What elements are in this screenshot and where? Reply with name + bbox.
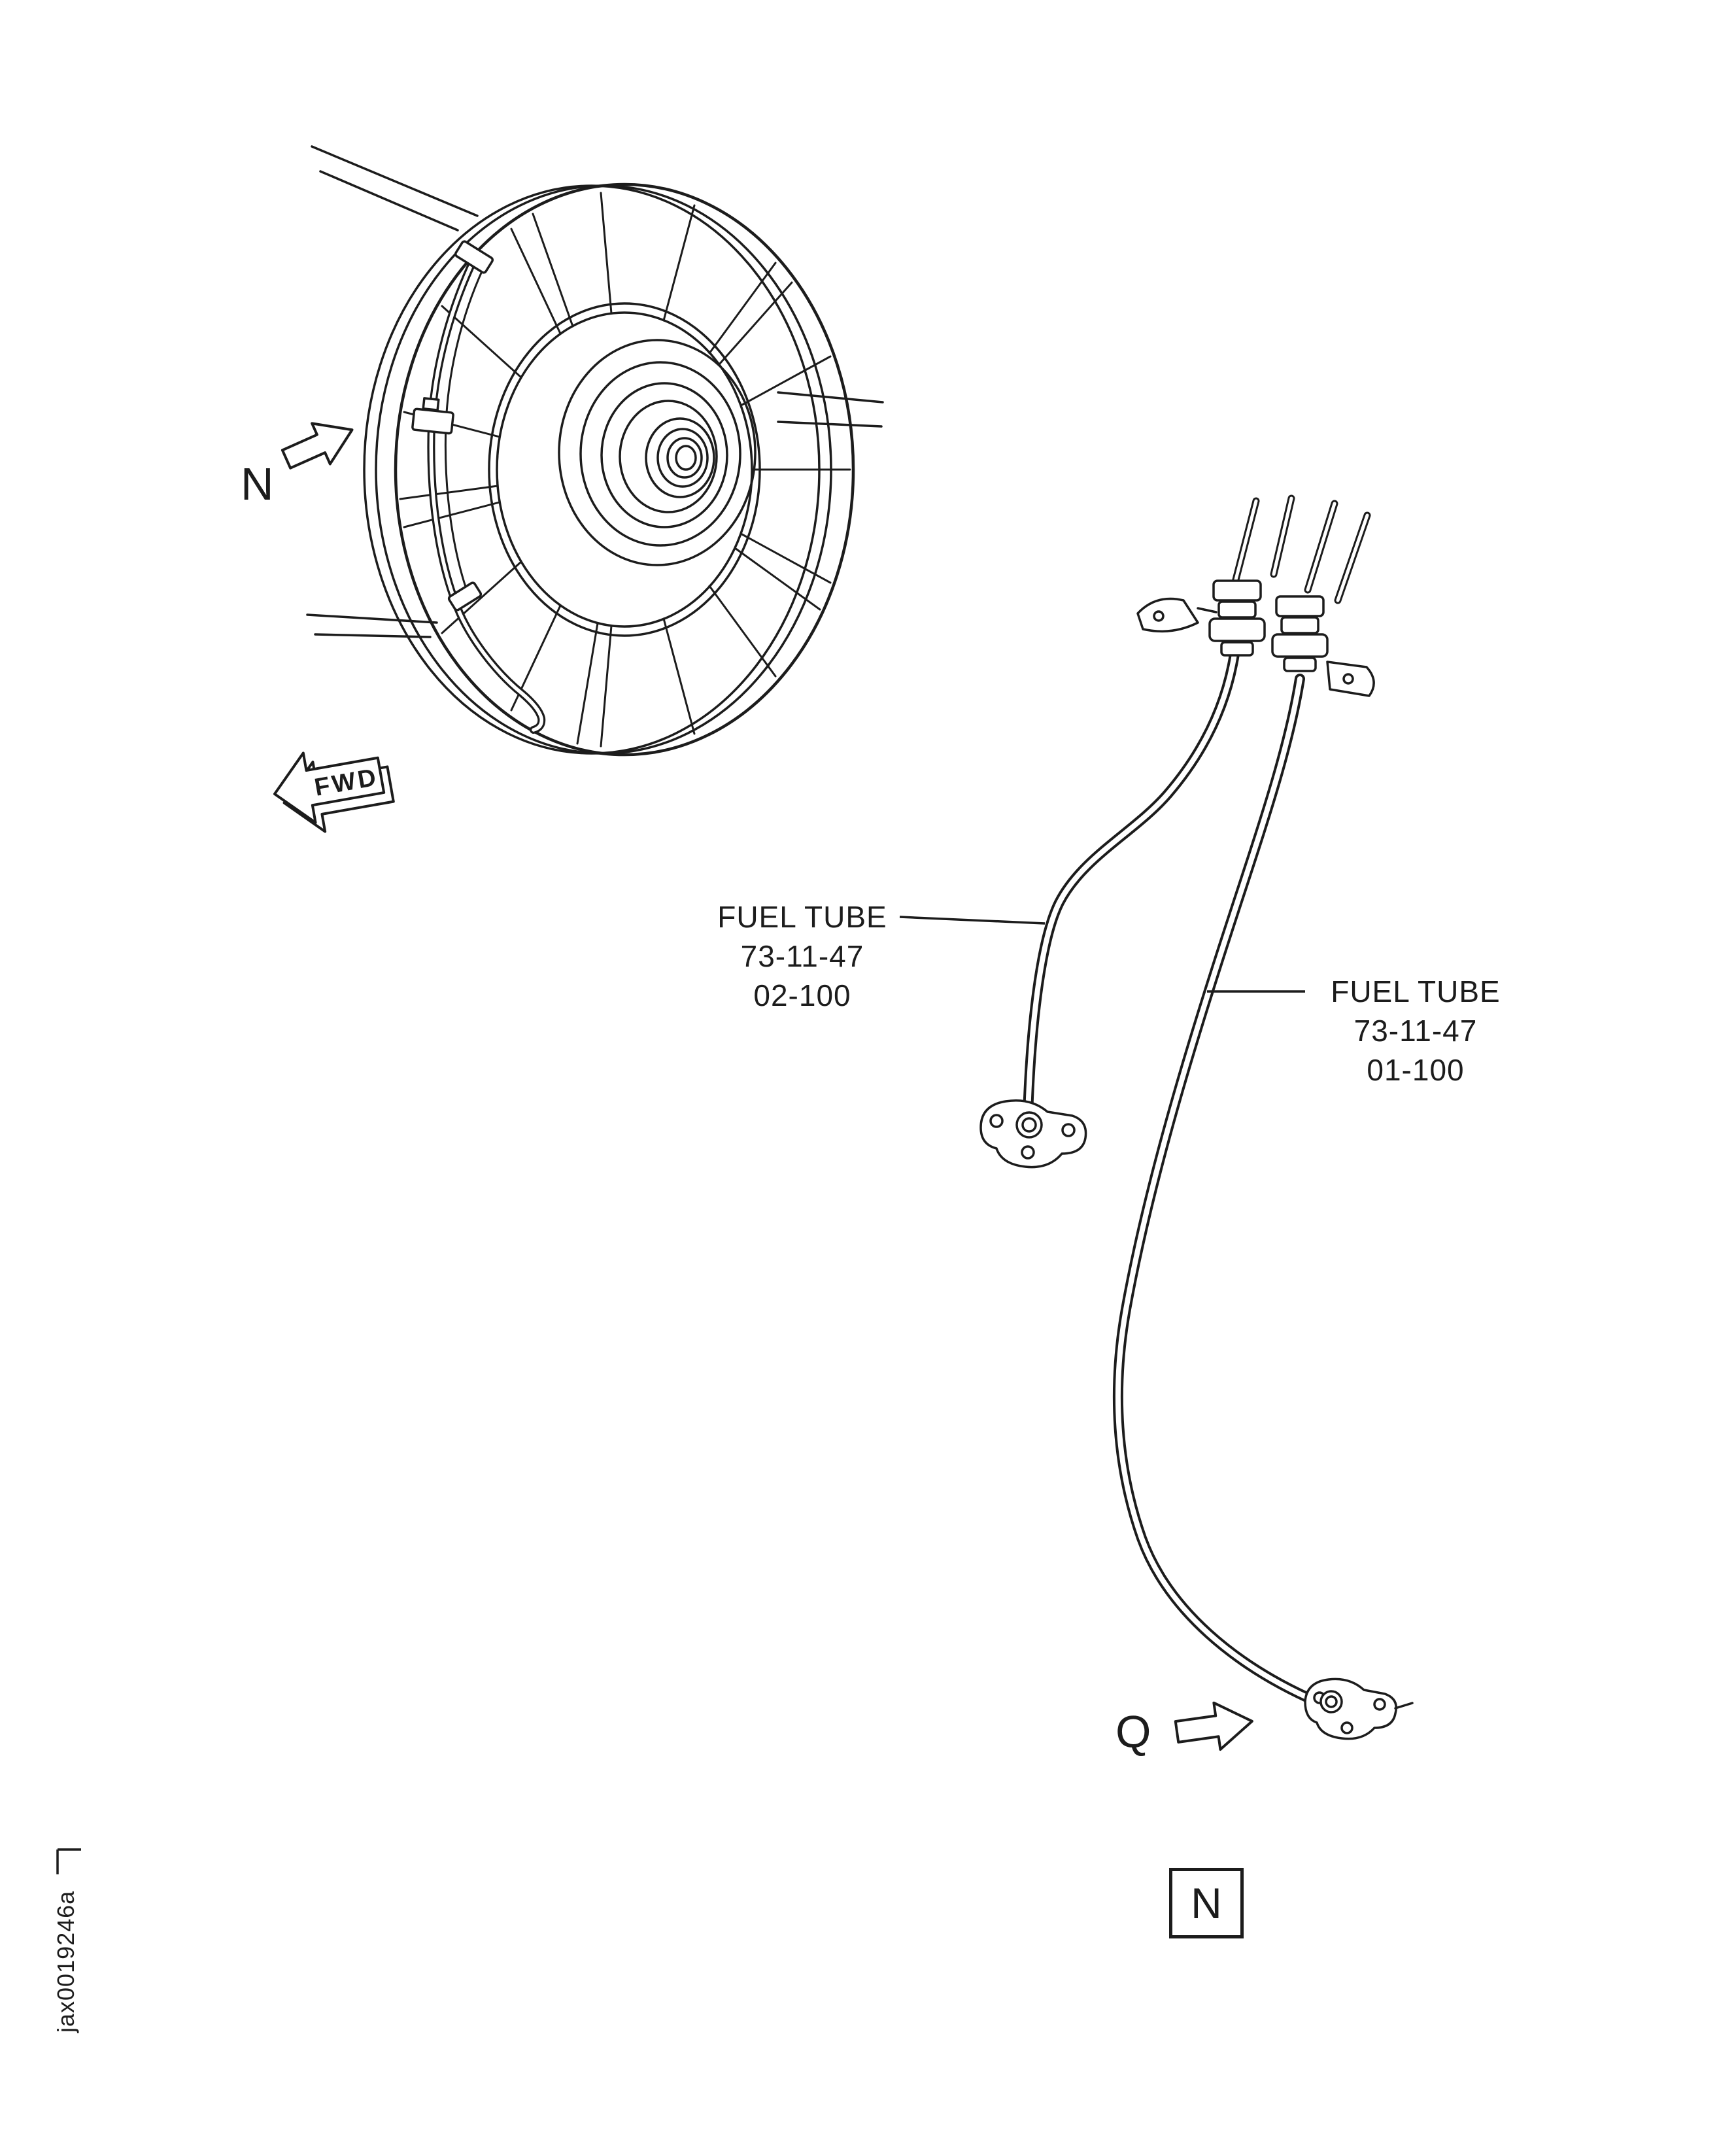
detail-letter-q: Q (1115, 1706, 1151, 1757)
fan-hub-spinner (558, 339, 757, 566)
n-view-arrow-icon (281, 422, 354, 470)
fuel-tube-02-100 (1023, 649, 1240, 1121)
q-detail-arrow-icon (1174, 1701, 1253, 1751)
callout-fuel-tube-02-100: FUEL TUBE 73-11-47 02-100 (694, 897, 910, 1015)
callout-item-ref: 01-100 (1367, 1053, 1465, 1087)
corner-mark (56, 1848, 81, 1874)
flange-fitting-bottom (1304, 1678, 1414, 1740)
view-reference-box: N (1169, 1868, 1244, 1938)
tube-clamp-lower (447, 581, 483, 611)
document-number: jax0019246a (52, 1890, 79, 2033)
tube-clamp-upper (454, 240, 494, 274)
callout-title: FUEL TUBE (1331, 974, 1501, 1008)
engine-fan-illustration (306, 145, 884, 757)
flange-fitting-mid (979, 1099, 1087, 1169)
callout-leader-lines (899, 916, 1305, 993)
callout-item-ref: 02-100 (753, 978, 851, 1012)
callout-chapter-ref: 73-11-47 (740, 939, 864, 973)
callout-title: FUEL TUBE (717, 900, 887, 934)
fuel-tube-01-100 (1112, 674, 1322, 1707)
fwd-arrow-icon: FWD (273, 751, 395, 833)
fan-blade-root-ring (488, 302, 761, 637)
callout-chapter-ref: 73-11-47 (1353, 1014, 1478, 1048)
leader-line-left-callout (899, 916, 1046, 925)
fuel-tube-assembly (979, 494, 1414, 1740)
tube-clamp-mid (411, 407, 454, 435)
callout-fuel-tube-01-100: FUEL TUBE 73-11-47 01-100 (1308, 972, 1523, 1090)
coupling-nut-left (1208, 579, 1266, 657)
view-reference-letter: N (1191, 1879, 1222, 1927)
fan-mounted-tube (411, 240, 546, 734)
fuel-tube-upper-stubs (1231, 494, 1371, 604)
support-bracket-right (1326, 661, 1375, 697)
view-letter-n: N (241, 458, 274, 509)
tube-clamp-bolt (422, 397, 440, 411)
support-bracket-left (1136, 597, 1217, 633)
fan-continuation-lines (306, 145, 884, 638)
coupling-nut-right (1271, 595, 1329, 672)
